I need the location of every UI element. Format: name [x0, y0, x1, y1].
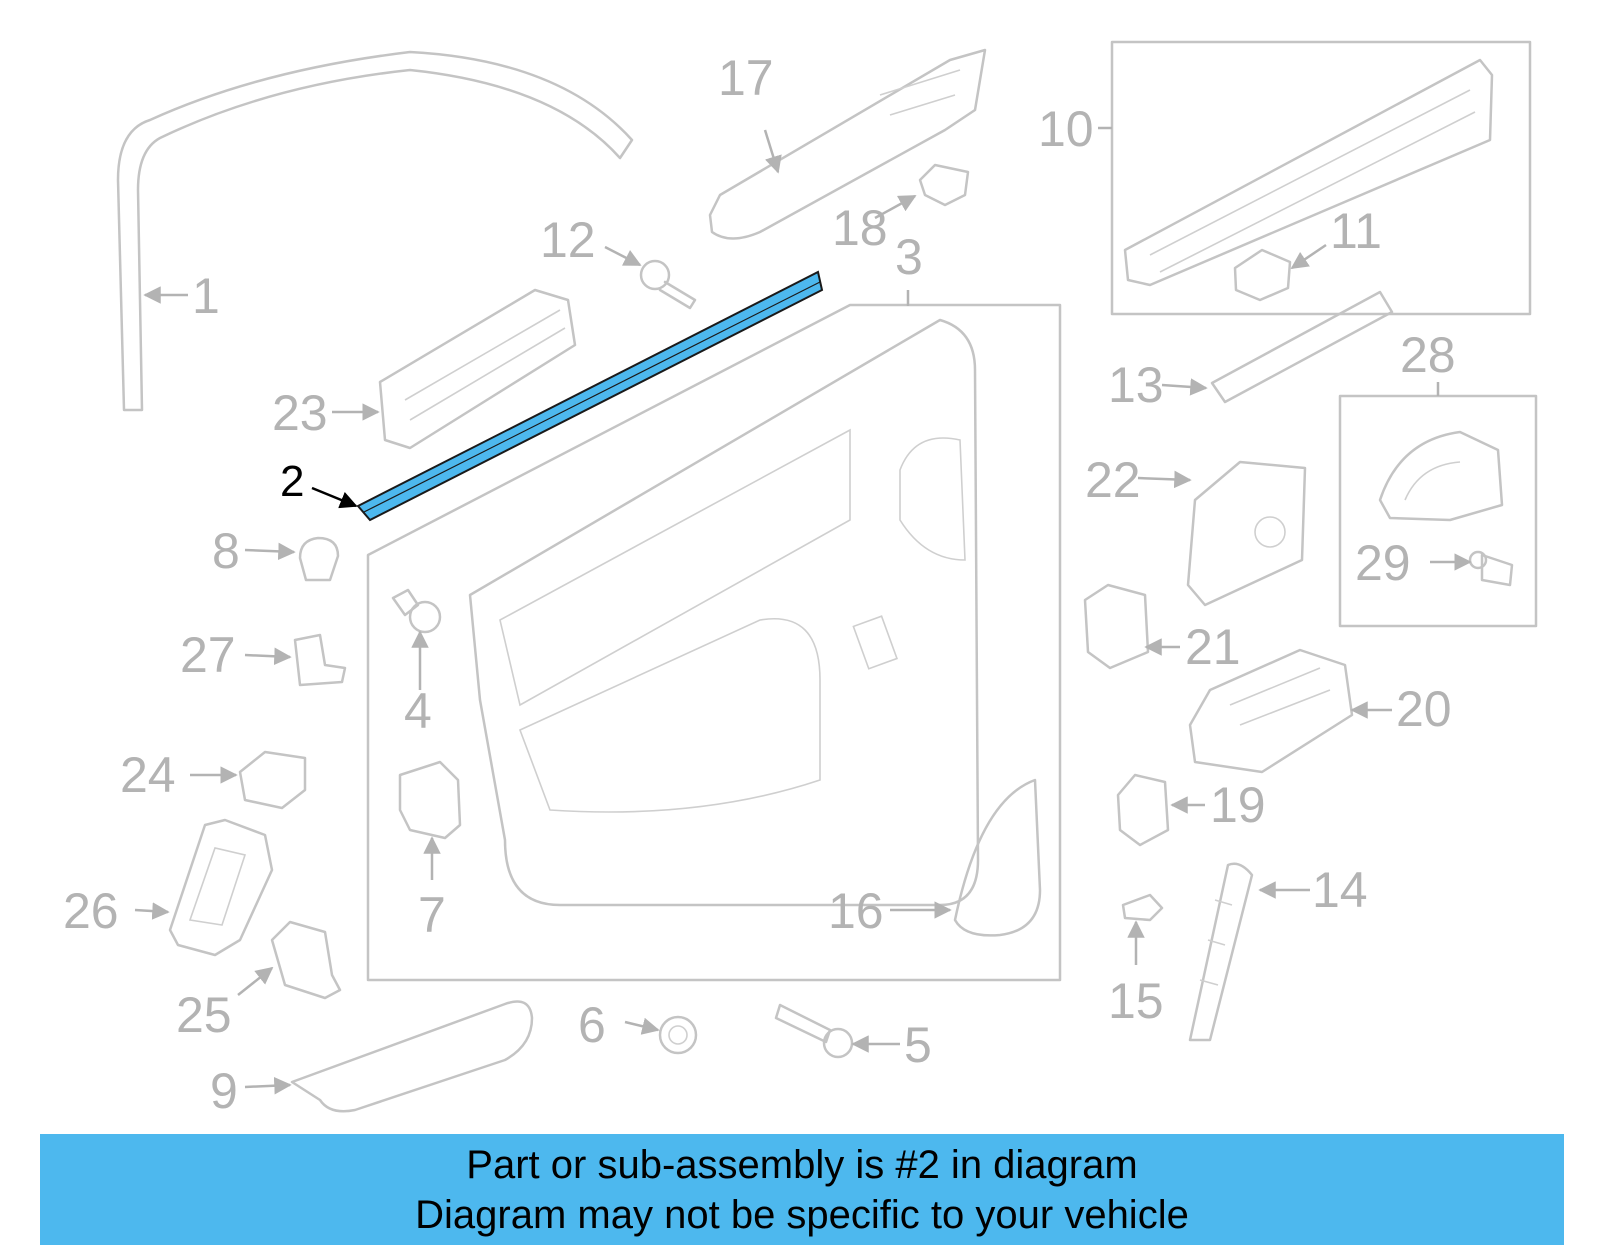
part-17-upper-trim-panel: [708, 48, 987, 240]
part-25-switch: [270, 920, 342, 1000]
callout-27: 27: [180, 627, 236, 683]
part-4-retainer: [391, 588, 442, 634]
part-7-bracket: [398, 760, 462, 840]
callout-6: 6: [578, 997, 606, 1053]
part-18-clip: [918, 163, 970, 207]
callout-26: 26: [63, 883, 119, 939]
callout-12: 12: [540, 212, 596, 268]
callout-24: 24: [120, 747, 176, 803]
part-14-pillar-trim: [1188, 862, 1254, 1042]
part-15-clip: [1121, 893, 1164, 922]
part-10-switch-housing: [1110, 40, 1532, 316]
callout-11: 11: [1330, 203, 1382, 259]
part-23-switch-bezel: [378, 288, 577, 450]
callout-25: 25: [176, 987, 232, 1043]
part-6-clip: [658, 1015, 698, 1055]
callout-5: 5: [904, 1017, 932, 1073]
info-banner: Part or sub-assembly is #2 in diagram Di…: [40, 1134, 1564, 1245]
part-26-handle-bezel: [168, 818, 274, 957]
callout-16: 16: [828, 883, 884, 939]
part-21-switch: [1083, 583, 1150, 670]
part-2-belt-weatherstrip: [356, 270, 824, 522]
callout-2: 2: [280, 457, 304, 506]
part-19-switch: [1116, 773, 1170, 847]
part-16-speaker-grille: [953, 778, 1042, 937]
part-12-screw: [639, 259, 697, 310]
part-5-bolt: [774, 1003, 854, 1059]
callout-17: 17: [718, 50, 774, 106]
callout-28: 28: [1400, 327, 1456, 383]
parts-diagram: 1 2 3 4 5 6 7 8 9 10 11 12 13 14 15 16 1…: [63, 40, 1538, 1119]
callout-10: 10: [1038, 101, 1094, 157]
part-24-switch: [238, 750, 307, 810]
part-20-window-switch: [1188, 648, 1354, 774]
part-22-mirror-switch: [1186, 460, 1307, 607]
callout-7: 7: [418, 887, 446, 943]
callout-8: 8: [212, 523, 240, 579]
callout-14: 14: [1312, 862, 1368, 918]
callout-labels: 1 2 3 4 5 6 7 8 9 10 11 12 13 14 15 16 1…: [63, 50, 1456, 1119]
part-27-clip: [293, 633, 347, 687]
callout-9: 9: [210, 1063, 238, 1119]
callout-13: 13: [1108, 357, 1164, 413]
part-3-door-trim-panel: [366, 303, 1062, 982]
part-28-handle-box: [1338, 394, 1538, 628]
part-11-clip: [1233, 248, 1292, 302]
callout-29: 29: [1355, 535, 1411, 591]
callout-4: 4: [404, 683, 432, 739]
callout-18: 18: [832, 200, 888, 256]
callout-3: 3: [895, 229, 923, 285]
callout-21: 21: [1185, 619, 1241, 675]
part-13-strip: [1210, 290, 1394, 404]
callout-23: 23: [272, 385, 328, 441]
banner-line-1: Part or sub-assembly is #2 in diagram: [466, 1143, 1138, 1187]
part-9-sill-trim: [290, 1000, 534, 1113]
banner-line-2: Diagram may not be specific to your vehi…: [415, 1193, 1189, 1237]
part-8-push-clip: [298, 536, 340, 582]
leader-arrows: [134, 126, 1472, 1095]
part-1-window-frame-molding: [116, 50, 634, 412]
callout-20: 20: [1396, 681, 1452, 737]
callout-15: 15: [1108, 973, 1164, 1029]
callout-22: 22: [1085, 452, 1141, 508]
callout-19: 19: [1210, 777, 1266, 833]
part-29-bolt: [1468, 550, 1514, 587]
callout-1: 1: [192, 268, 220, 324]
